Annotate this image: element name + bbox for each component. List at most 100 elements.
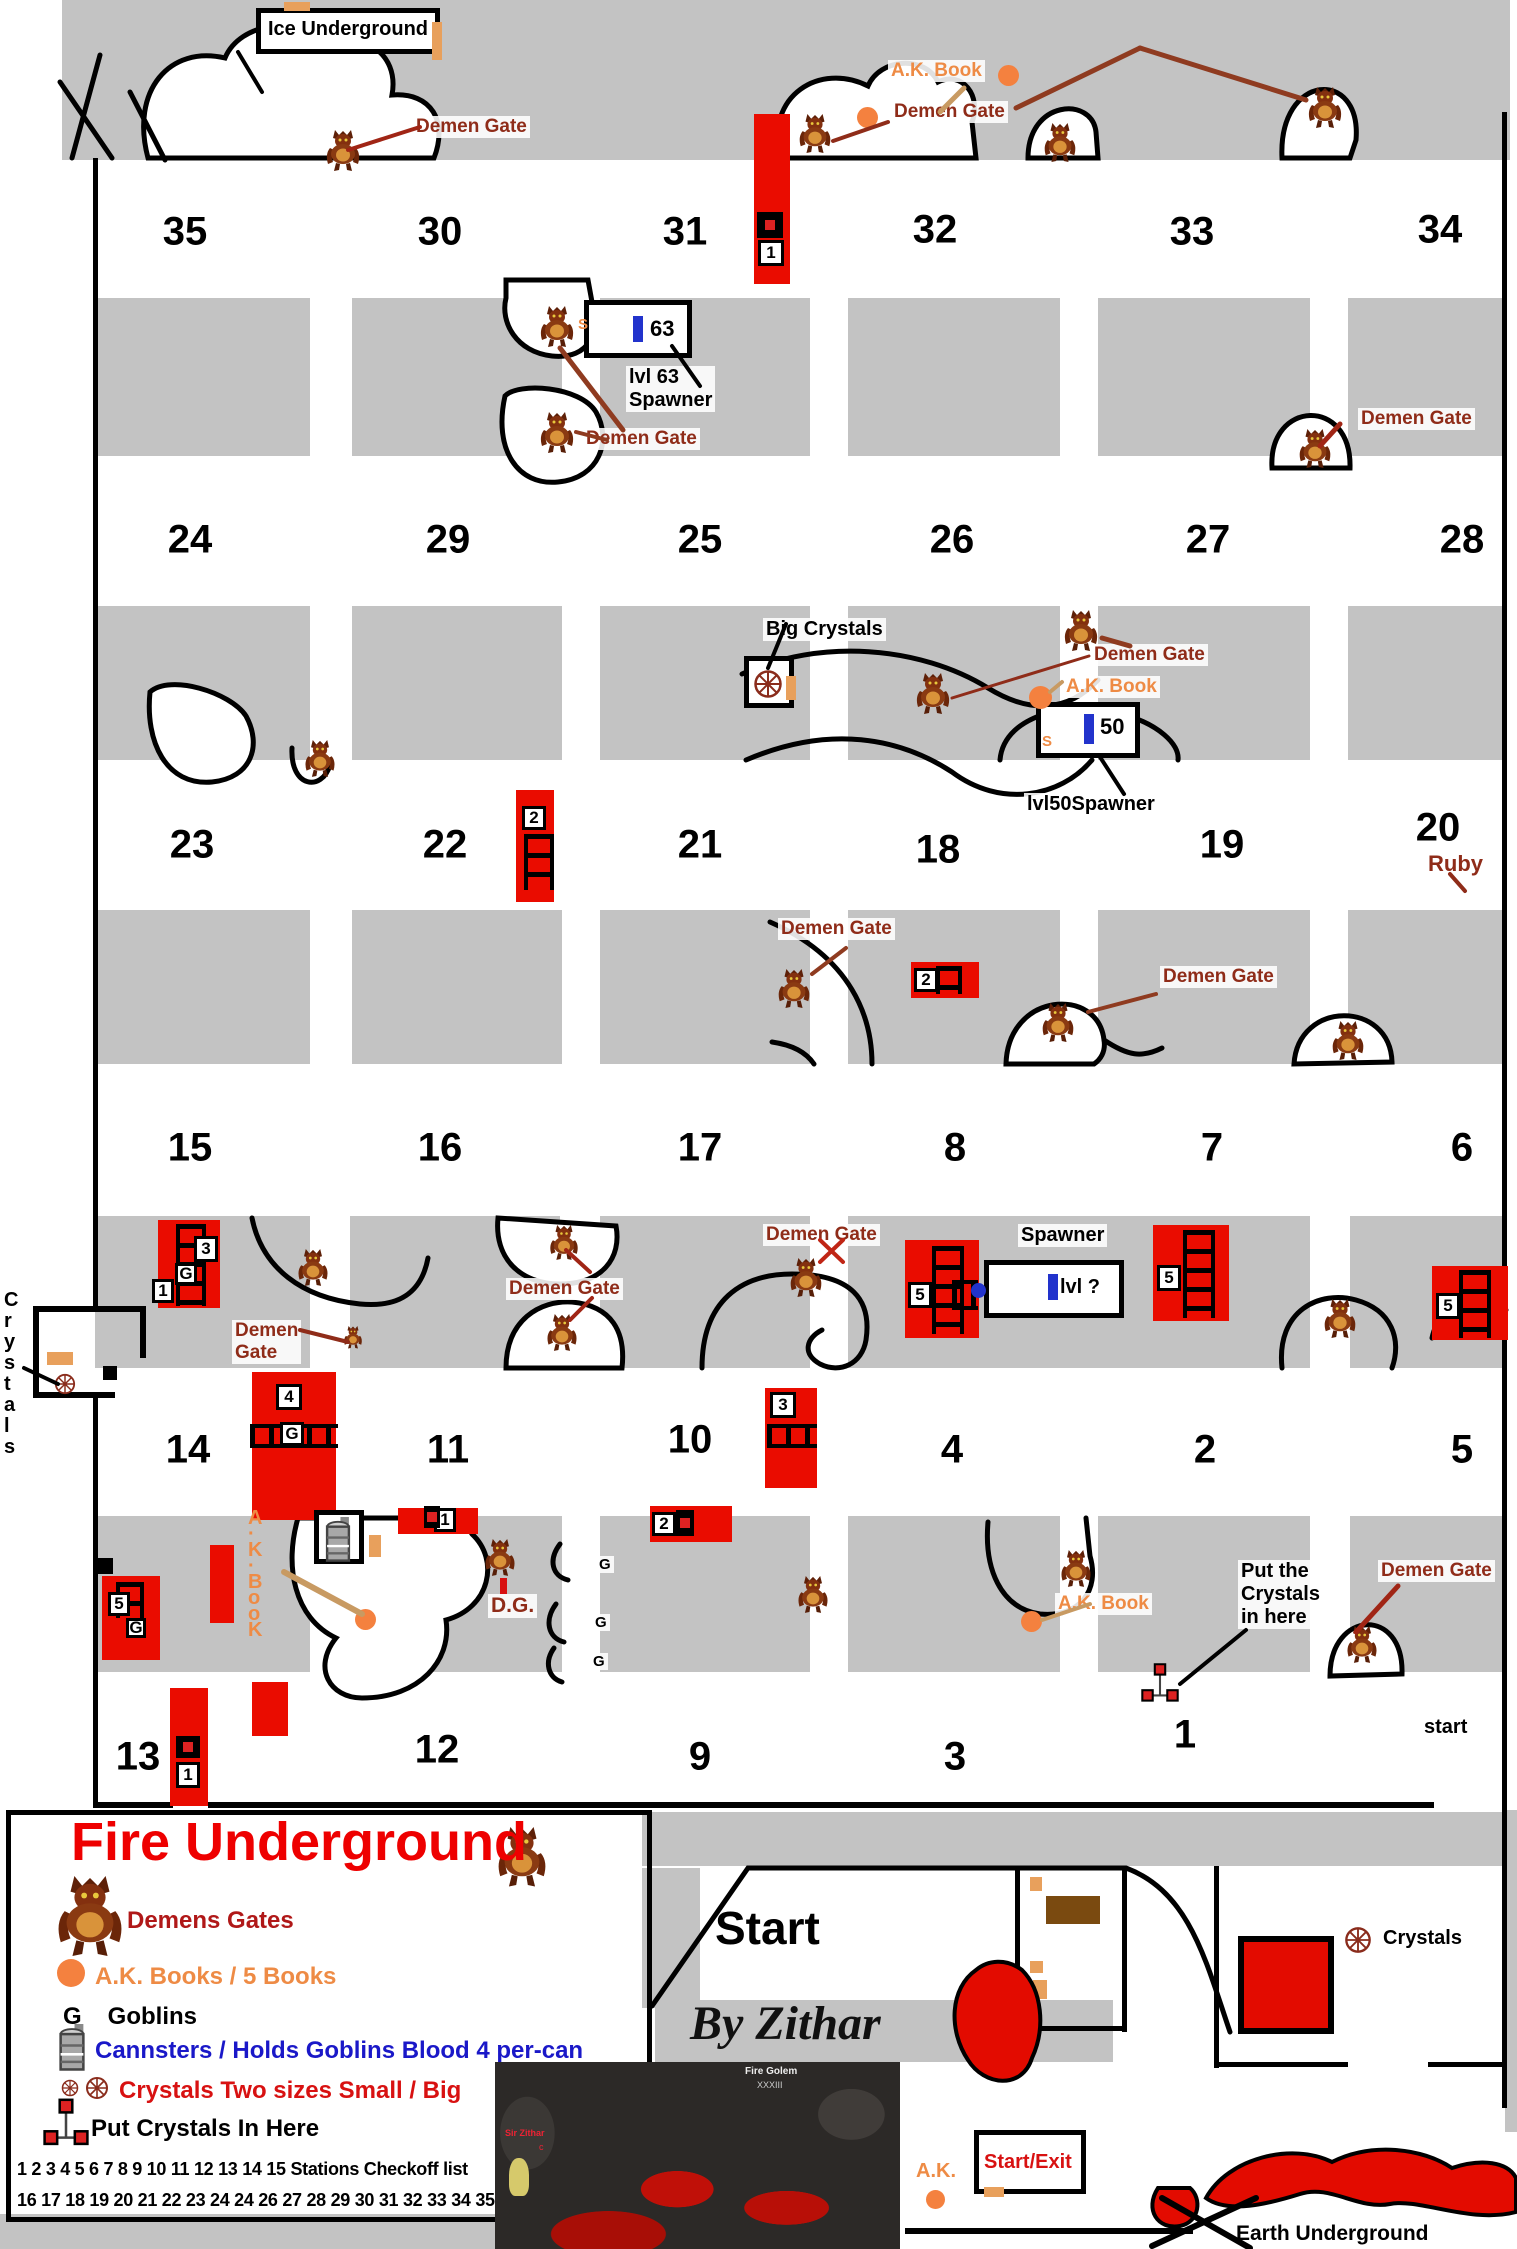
gate-tag-4: 4: [276, 1384, 302, 1410]
room-number: 21: [677, 822, 723, 867]
room-number: 17: [677, 1125, 723, 1170]
wall-segment: [140, 1306, 146, 1358]
gray-block: [848, 1516, 1060, 1672]
map-label: Demen Gate: [1378, 1560, 1495, 1582]
gate-tag-G: G: [280, 1422, 304, 1446]
gate-tag-5: 5: [108, 1592, 130, 1616]
gate-tag-marker: [424, 1506, 440, 1528]
gray-block: [600, 1516, 810, 1672]
room-number: 32: [912, 207, 958, 252]
demon-gate-icon: [1332, 1021, 1364, 1060]
demon-gate-icon: [1299, 429, 1331, 468]
wall-segment: [1502, 112, 1507, 1810]
room-number: 22: [422, 822, 468, 867]
connector-line: [1098, 755, 1126, 796]
demon-gate-icon: [344, 1326, 362, 1349]
demon-gate-icon: [778, 969, 810, 1008]
room-number: 11: [426, 1427, 470, 1472]
map-label: lvl ?: [1060, 1276, 1101, 1298]
goblin-letter-icon: G: [63, 2003, 82, 2030]
map-label: Demen Gate: [891, 101, 1008, 123]
gray-block: [352, 606, 562, 760]
red-marker: [500, 1578, 507, 1594]
map-label: A.K.: [916, 2160, 956, 2182]
map-label: Put the Crystals in here: [1238, 1560, 1323, 1629]
room-number: 27: [1185, 517, 1231, 562]
connector-line: [810, 946, 848, 976]
wall-segment: [33, 1306, 39, 1398]
door-marker: [369, 1535, 381, 1557]
room-number: 18: [915, 827, 961, 872]
demon-gate-icon: [298, 1249, 328, 1286]
room-number: 20: [1415, 805, 1461, 850]
map-label: Demen Gate: [778, 918, 895, 940]
ak-book-dot: [997, 64, 1019, 86]
canister-slot-marker: [1084, 714, 1094, 744]
wall-segment: [33, 1392, 115, 1398]
gray-block: [1098, 298, 1310, 456]
door-marker: [984, 2187, 1004, 2197]
lava-blob: [1150, 2186, 1200, 2229]
demon-gate-icon: [1347, 1626, 1377, 1663]
map-label: Earth Underground: [1236, 2222, 1429, 2245]
player-character: [509, 2158, 529, 2196]
map-label: G: [596, 1556, 614, 1574]
map-label: A · K · B o o K: [248, 1507, 263, 1641]
room-number: 15: [167, 1125, 213, 1170]
map-label: Start/Exit: [984, 2151, 1072, 2173]
map-label: lvl 63 Spawner: [626, 366, 716, 412]
room-number: 6: [1450, 1125, 1474, 1170]
monster-name-text: Fire Golem: [745, 2066, 798, 2077]
wall-segment: [1122, 1866, 1127, 2032]
wall-segment: [33, 1306, 145, 1312]
room-number: 28: [1439, 517, 1485, 562]
map-label: G: [590, 1653, 608, 1671]
gate-tag-2: 2: [914, 968, 938, 992]
room-number: 8: [943, 1125, 967, 1170]
gray-block: [352, 298, 562, 456]
map-structure-box: [1238, 1936, 1334, 2034]
legend-put-crystals: Put Crystals In Here: [91, 2115, 320, 2142]
map-label: Demen Gate: [1091, 644, 1208, 666]
connector-line: [22, 1366, 60, 1386]
map-label: 50: [1100, 714, 1125, 739]
map-label: Crystals: [1383, 1927, 1462, 1949]
gate-red-mark: [765, 220, 775, 230]
canister-dot-marker: [971, 1283, 986, 1298]
canister-slot-marker: [633, 316, 643, 342]
monster-hp-text: XXXIII: [757, 2080, 783, 2090]
gate-tag-marker: [757, 212, 783, 238]
demon-gate-icon: [305, 740, 335, 777]
door-marker: [432, 22, 442, 60]
gray-block: [95, 298, 310, 456]
wall-segment: [93, 158, 98, 1306]
map-label: Demen Gate: [506, 1278, 623, 1300]
room-number: 7: [1200, 1125, 1224, 1170]
map-label: Demen Gate: [1160, 966, 1277, 988]
legend-box: Fire Underground Demens Gates A.K. Books…: [6, 1810, 652, 2222]
gray-block: [352, 910, 562, 1064]
demon-gate-icon: [799, 114, 831, 153]
wall-segment: [93, 1398, 98, 1808]
gate-red-mark: [680, 1518, 690, 1528]
lava-gate-corridor: [210, 1545, 234, 1623]
lava-gate-corridor: [252, 1682, 288, 1736]
ak-book-dot: [354, 1608, 376, 1630]
room-number: 34: [1417, 207, 1463, 252]
gate-red-mark: [183, 1742, 193, 1752]
demon-gate-icon: [1324, 1299, 1356, 1338]
map-structure-box: [984, 1260, 1124, 1318]
demon-gate-icon: [326, 130, 360, 171]
room-number: 14: [165, 1427, 211, 1472]
legend-title: Fire Underground: [71, 1812, 527, 1872]
room-number: 16: [417, 1125, 463, 1170]
room-number: 19: [1199, 822, 1245, 867]
gate-tag-G: G: [126, 1618, 146, 1638]
wall-segment: [1502, 1808, 1507, 2108]
room-number: 25: [677, 517, 723, 562]
wall-segment: [93, 1802, 173, 1808]
demon-gate-icon: [540, 412, 574, 453]
lava-blob: [1203, 2147, 1517, 2218]
room-number: 2: [1193, 1427, 1217, 1472]
